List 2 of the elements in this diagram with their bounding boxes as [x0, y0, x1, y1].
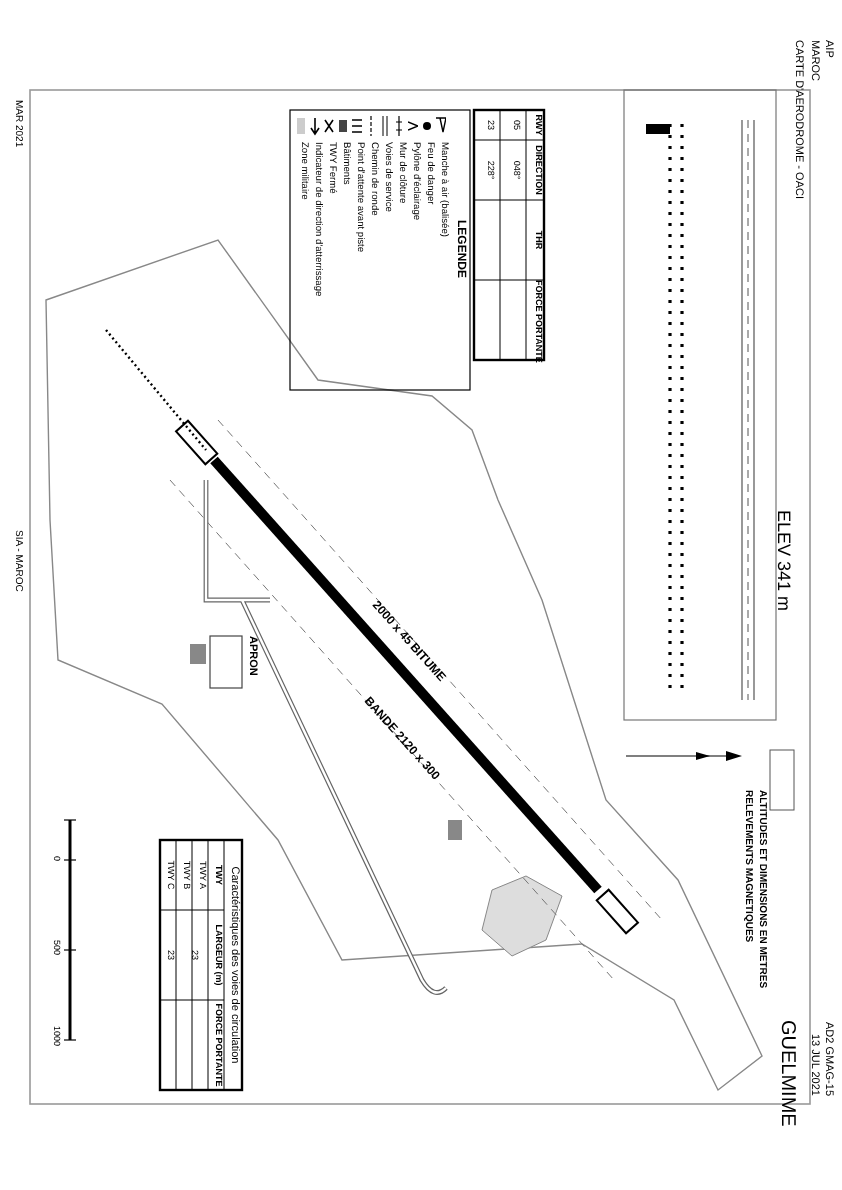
aerodrome-name: GUELMIME — [776, 1020, 798, 1127]
elevation-text: ELEV 341 m — [772, 510, 792, 612]
